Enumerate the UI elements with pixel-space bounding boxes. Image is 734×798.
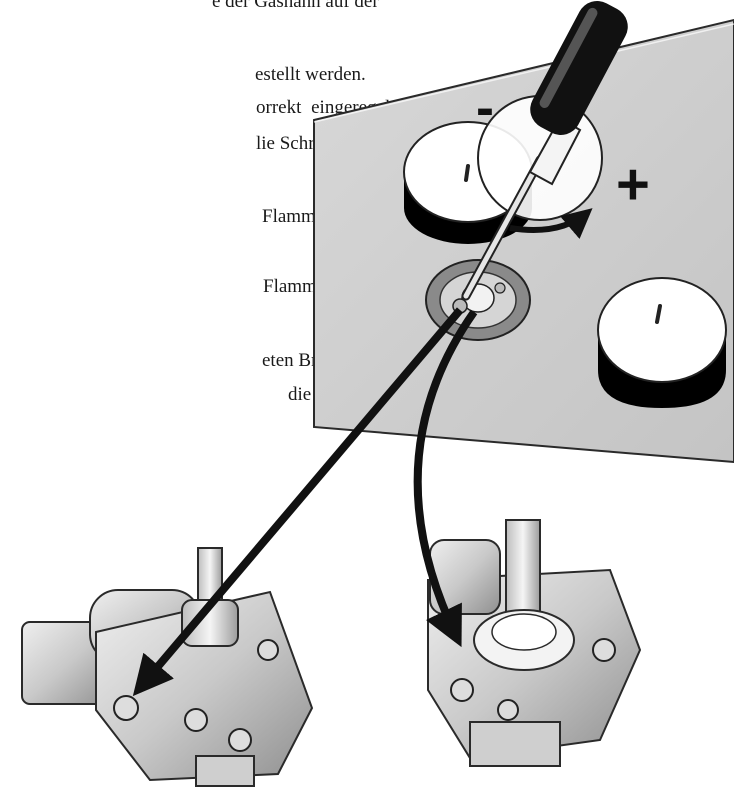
pointer-arrows <box>132 307 478 697</box>
gas-valve-right <box>427 519 642 767</box>
panel-knob-right <box>597 277 727 408</box>
text-line-2: estellt werden. <box>255 64 366 85</box>
screwdriver-icon <box>461 1 628 301</box>
text-line-1: e der Gashahn auf der <box>212 0 379 12</box>
gas-valve-left <box>21 547 314 787</box>
minus-sign: - <box>476 78 494 138</box>
plus-sign: + <box>616 152 650 217</box>
